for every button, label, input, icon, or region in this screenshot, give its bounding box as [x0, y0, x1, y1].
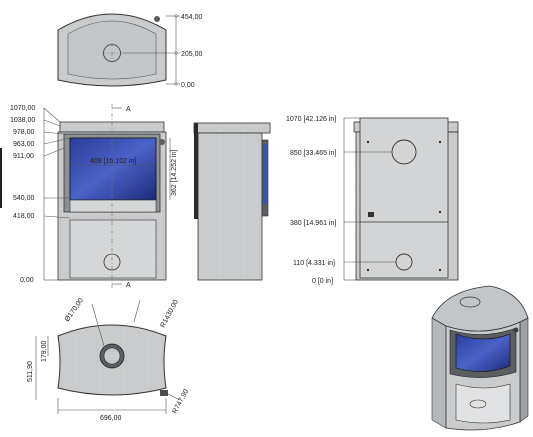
front-dim-911: 911,00 — [13, 153, 34, 160]
rear-dim-380: 380 [14.961 in] — [290, 220, 336, 227]
rear-dim-850: 850 [33.465 in] — [290, 150, 336, 157]
front-log-store — [69, 219, 157, 279]
iso-log-store — [455, 383, 511, 424]
section-marker-top: A — [126, 106, 131, 113]
rear-dim-110: 110 [4.331 in] — [293, 260, 335, 267]
front-dim-963: 963,00 — [13, 141, 35, 148]
side-glass-edge — [263, 144, 267, 204]
front-dim-1038: 1038,00 — [10, 117, 35, 124]
rear-view: 1070 [42.126 in] 850 [33.465 in] 380 [14… — [286, 116, 459, 285]
front-dim-1070: 1070,00 — [10, 105, 35, 112]
side-top-plate — [193, 122, 271, 134]
base-corner-block — [160, 390, 168, 396]
rear-dim-0: 0 [0 in] — [312, 278, 333, 285]
rear-plate-label — [368, 212, 374, 217]
front-dim-0: 0,00 — [20, 277, 34, 284]
iso-left-face — [431, 317, 447, 429]
ash-lip — [69, 199, 157, 213]
base-radius-top: R1430,00 — [160, 299, 180, 329]
iso-top-face — [431, 285, 529, 332]
rear-panel — [359, 117, 449, 279]
top-dim-454: 454,00 — [181, 14, 203, 21]
glass-height-dim: 362 [14.252 in] — [171, 150, 178, 196]
rear-dim-1070: 1070 [42.126 in] — [286, 116, 336, 123]
front-dim-540: 540,00 — [13, 195, 35, 202]
base-depth-dim: 511,90 — [27, 361, 34, 382]
side-body — [197, 132, 263, 281]
front-dim-978: 978,00 — [13, 129, 35, 136]
base-view: Ø170,00 R1430,00 179,00 511,90 696,00 R7… — [27, 297, 190, 422]
side-view — [193, 122, 271, 281]
glass-width-dim: 409 [16.102 in] — [90, 158, 136, 165]
iso-glass — [455, 333, 511, 372]
iso-flue-outlet — [459, 296, 481, 308]
base-radius-corner: R747,90 — [172, 388, 191, 415]
base-diameter-dim: Ø170,00 — [64, 297, 85, 323]
page-edge-marker — [0, 148, 2, 208]
base-width-dim: 696,00 — [100, 415, 122, 422]
door-handle — [159, 139, 165, 145]
iso-door-handle — [513, 327, 519, 333]
iso-air-inlet — [469, 399, 487, 409]
front-dim-418: 418,00 — [13, 213, 35, 220]
isometric-view — [431, 285, 529, 431]
top-view: 454,00 205,00 0,00 — [57, 13, 203, 89]
front-view: A A 409 [16.102 in] 362 [14.252 in] 1070… — [10, 104, 178, 290]
handle-knob — [154, 16, 160, 22]
front-glass — [69, 137, 157, 201]
top-dim-0: 0,00 — [181, 82, 195, 89]
section-marker-bottom: A — [126, 282, 131, 289]
front-height-dims: 1070,00 1038,00 978,00 963,00 911,00 540… — [10, 105, 71, 284]
side-back-frame — [194, 123, 198, 219]
iso-side-face — [519, 317, 529, 423]
top-dim-205: 205,00 — [181, 51, 203, 58]
base-offset-dim: 179,00 — [41, 340, 48, 362]
